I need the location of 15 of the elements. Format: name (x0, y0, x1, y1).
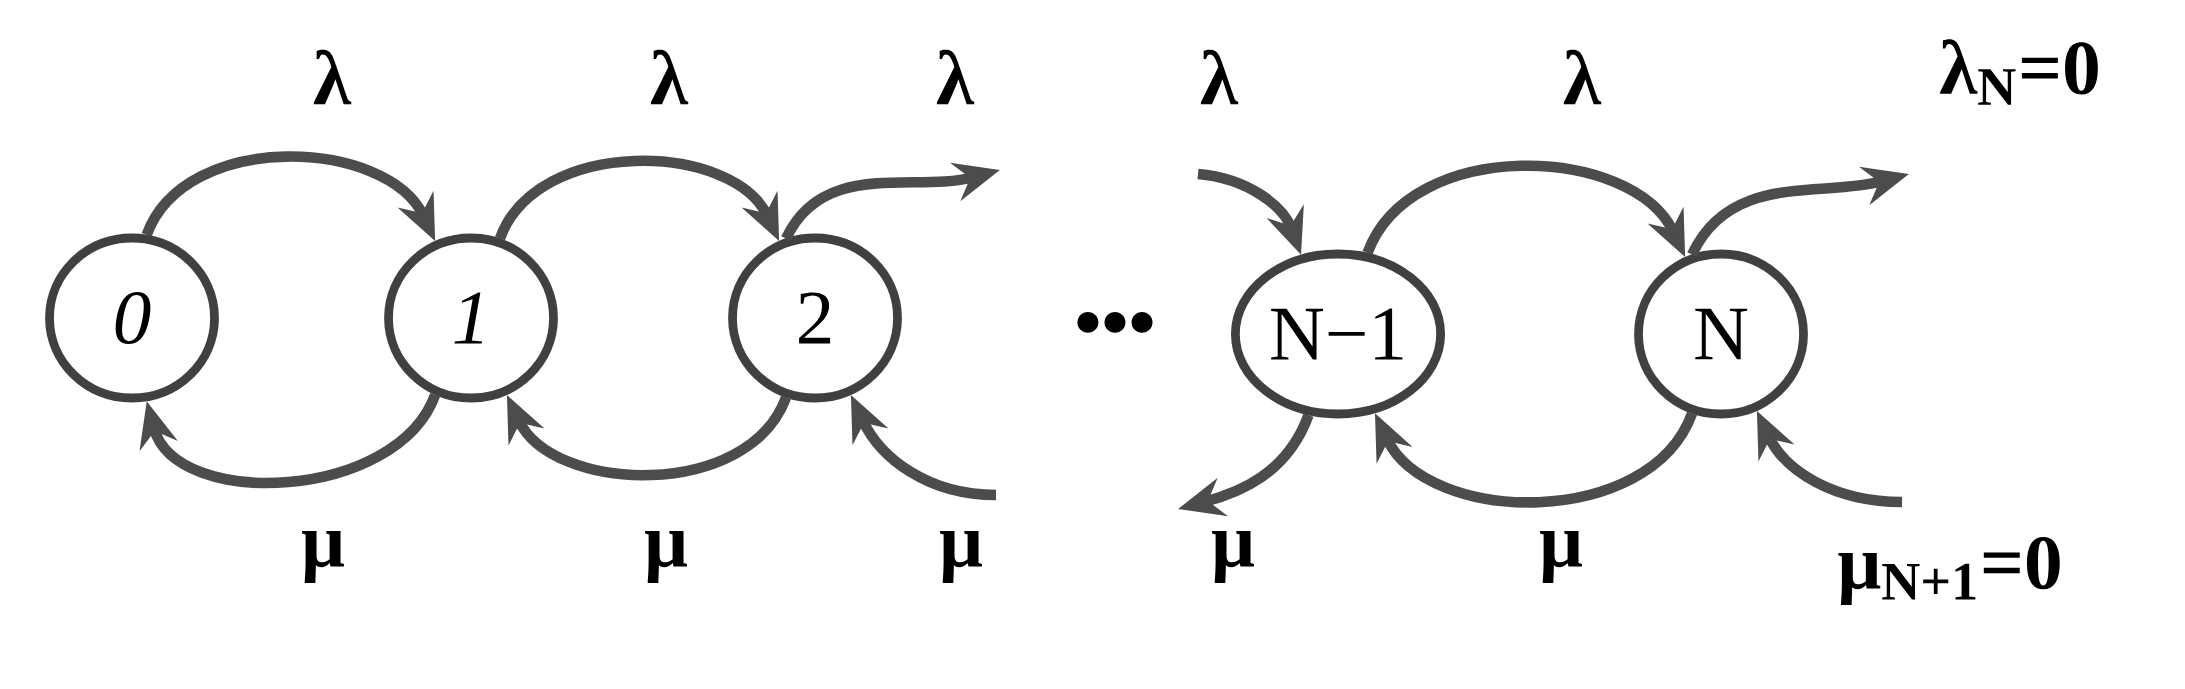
edge-label: λ$_{N}$=0 (1940, 39, 2098, 105)
edge-label: μ (645, 531, 687, 583)
edge-label: μ (302, 531, 344, 583)
ellipsis: ••• (1077, 312, 1153, 333)
edge-label: μ (1540, 531, 1582, 583)
arrow (139, 392, 440, 488)
edge-label: λ (313, 49, 352, 105)
edge-label: λ (936, 49, 975, 105)
edge-label: λ (1200, 49, 1239, 105)
edge-label: μ (940, 531, 982, 583)
edge-label: μ$_{N+1}$=0 (1838, 537, 2060, 605)
edge-label: μ (1212, 531, 1254, 583)
arrow (1375, 411, 1697, 508)
edge-label: λ (1563, 49, 1602, 105)
edge-label: λ (650, 49, 689, 105)
